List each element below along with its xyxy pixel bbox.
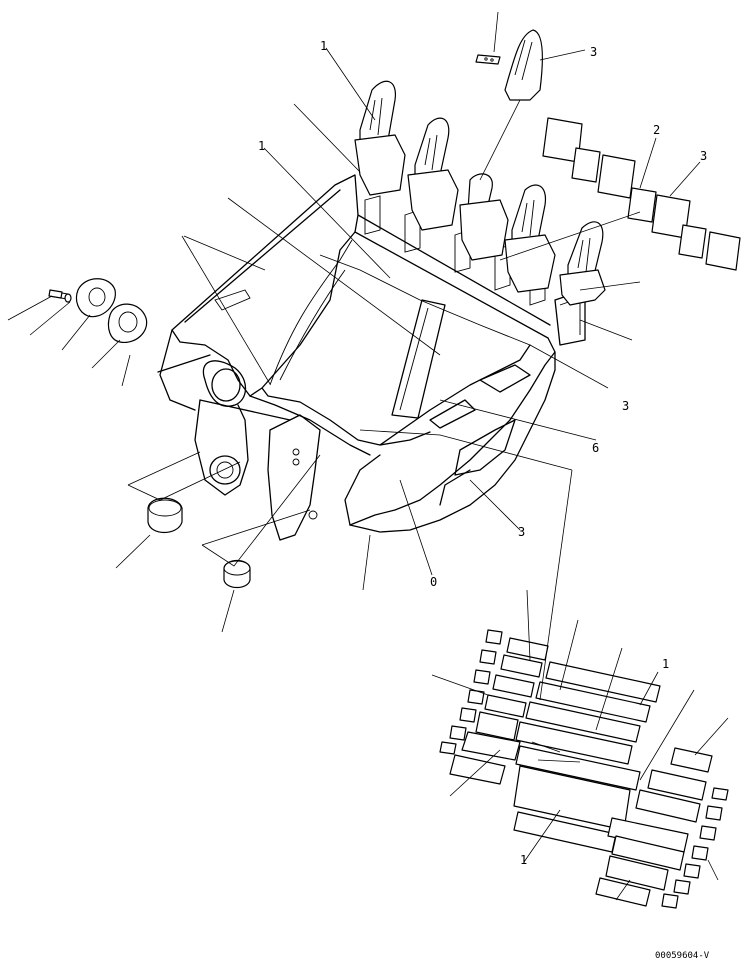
tooth-3 (459, 173, 509, 261)
leader-lines (7, 11, 729, 901)
callout-side-3: 3 (518, 525, 525, 539)
callout-right-6: 6 (592, 441, 599, 455)
pin-boss-assembly (194, 360, 321, 541)
bucket-body (157, 174, 586, 533)
pin-hardware (48, 278, 251, 589)
callout-body: 1 (662, 657, 669, 671)
callout-bottom-0: 0 (430, 575, 437, 589)
liner-plates-lower (439, 629, 729, 909)
lock-pin (475, 54, 501, 65)
callout-numbers: 1 3 2 3 1 1 3 6 3 0 1 1 (258, 39, 707, 867)
callout-plates-3: 3 (700, 149, 707, 163)
tooth-5 (559, 221, 606, 306)
bucket-teeth (354, 29, 606, 306)
callout-tooth-left: 1 (258, 139, 265, 153)
tooth-1 (354, 80, 406, 196)
callout-plates-2: 2 (653, 123, 660, 137)
spare-tooth (504, 29, 544, 101)
tooth-4 (504, 184, 556, 293)
tooth-2 (407, 117, 459, 231)
drawing-reference-number: 00059604-V (655, 951, 710, 961)
callout-right-3: 3 (622, 399, 629, 413)
callout-pin-top: 1 (320, 39, 327, 53)
callout-tooth-top: 3 (590, 45, 597, 59)
wear-plates-upper (542, 117, 741, 271)
callout-liner-1: 1 (520, 853, 527, 867)
